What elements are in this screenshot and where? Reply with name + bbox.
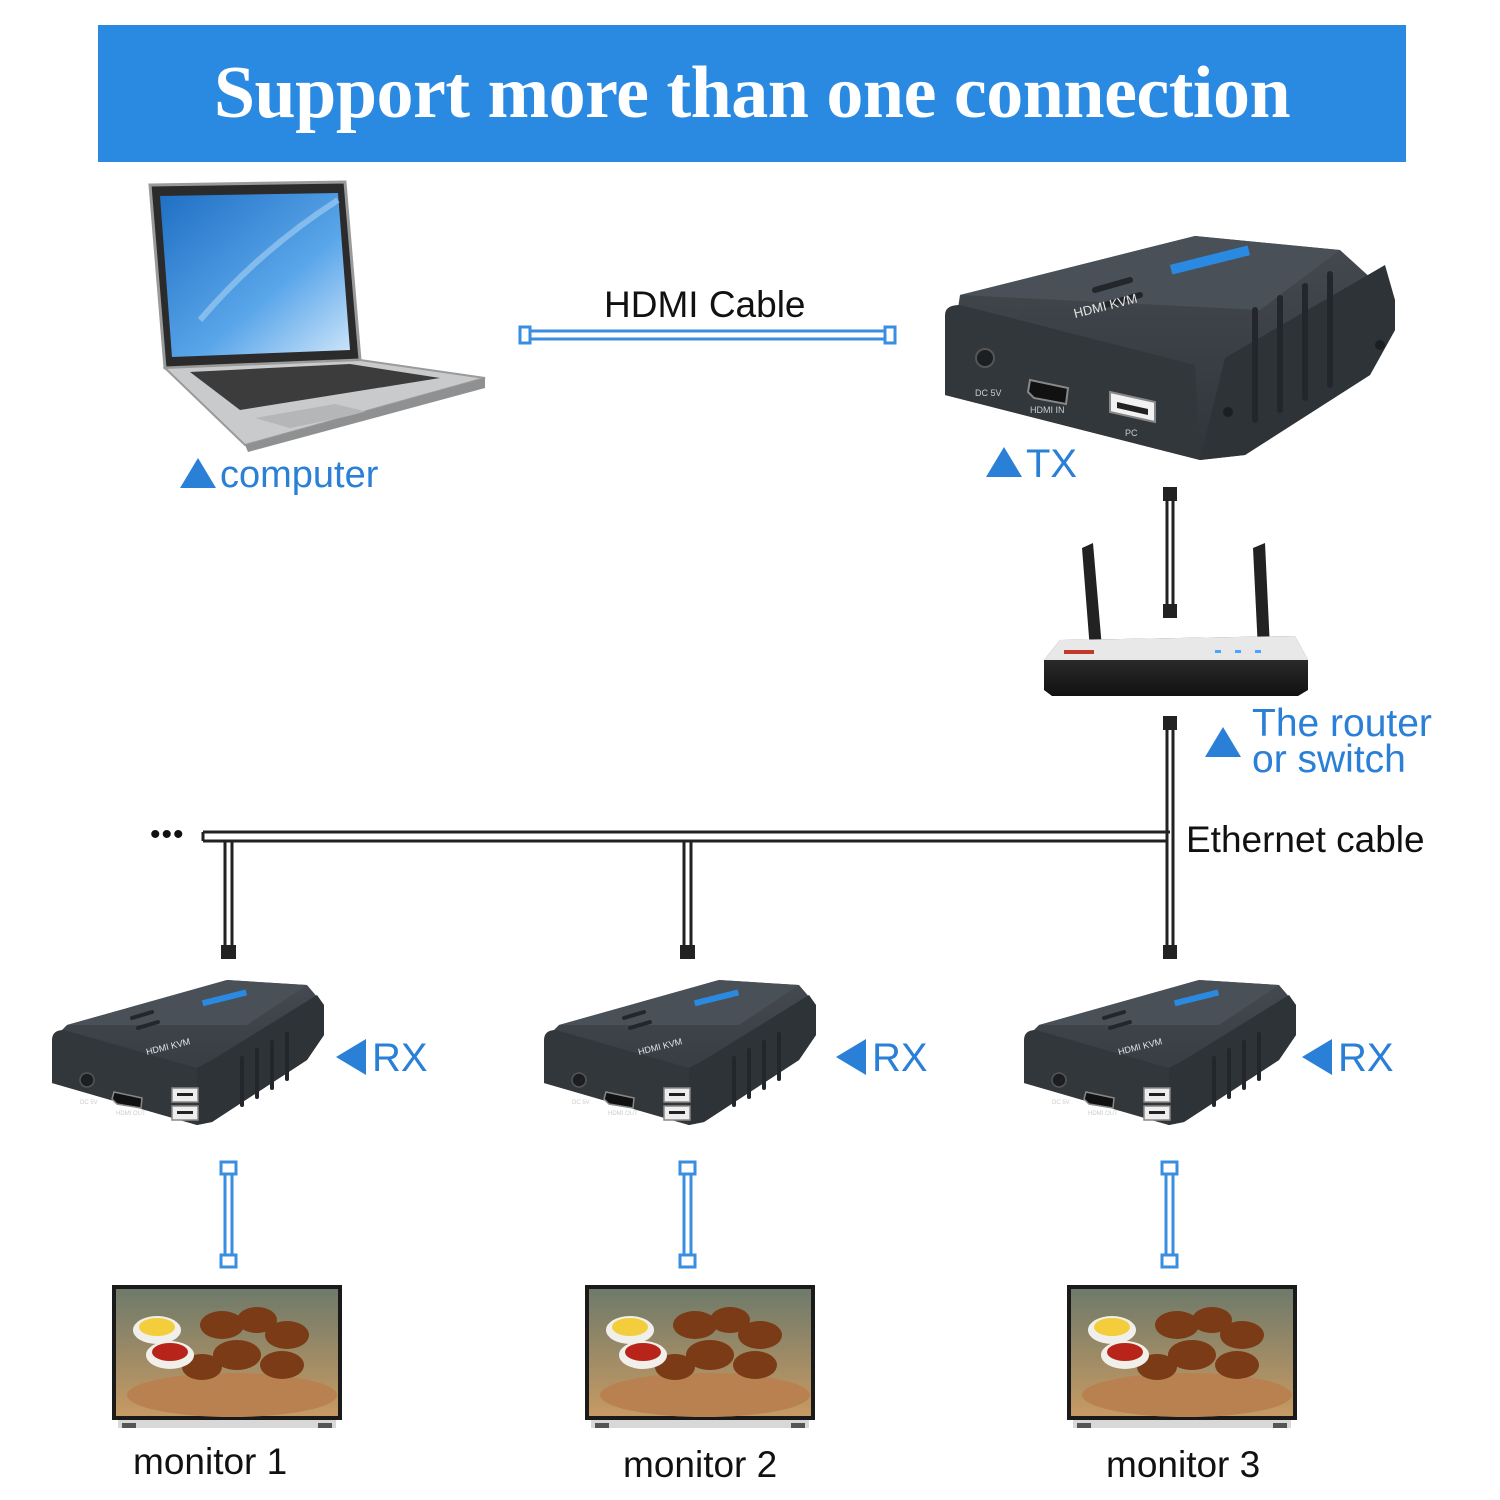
title-banner: Support more than one connection [98, 25, 1406, 162]
left-arrow-icon [836, 1039, 866, 1076]
tx-port-hdmi-label: HDMI IN [1030, 405, 1065, 415]
router-label: The router or switch [1252, 702, 1432, 781]
rx-label-1-text: RX [372, 1036, 428, 1080]
rx1-port-hdmi-label: HDMI OUT [116, 1111, 146, 1117]
router-arrow [1205, 725, 1245, 763]
computer-label: computer [180, 456, 378, 494]
monitor-1-label: monitor 1 [133, 1441, 288, 1482]
tx-port-dc-label: DC 5V [975, 388, 1002, 398]
ethernet-cable-label: Ethernet cable [1186, 819, 1425, 860]
router-bus-cable [1163, 716, 1177, 959]
computer-label-text: computer [220, 454, 379, 496]
rx2-port-hdmi-label: HDMI OUT [608, 1111, 638, 1117]
monitor-3-label: monitor 3 [1106, 1444, 1261, 1485]
rx-device-2: HDMI KVM DC 5V HDMI OUT [544, 980, 816, 1125]
ethernet-bus [201, 830, 1170, 843]
tx-port-pc-label: PC [1125, 428, 1138, 438]
ethernet-bus-continuation: ••• [150, 818, 185, 851]
rx-label-3-text: RX [1338, 1036, 1394, 1080]
rx3-port-dc-label: DC 5V [1052, 1100, 1070, 1106]
rx1-ethernet-drop [221, 841, 236, 959]
tx-router-cable [1163, 487, 1177, 618]
left-arrow-icon [1302, 1039, 1332, 1076]
rx3-hdmi-cable [1160, 1160, 1179, 1269]
hdmi-cable-label: HDMI Cable [604, 284, 806, 325]
page-title: Support more than one connection [213, 52, 1291, 134]
tx-device: HDMI KVM DC 5V HDMI IN PC [945, 236, 1395, 460]
router-label-line1: The router [1252, 702, 1432, 745]
up-arrow-icon [1205, 726, 1241, 757]
rx1-hdmi-cable [219, 1160, 238, 1269]
rx-device-1: HDMI KVM DC 5V HDMI OUT [52, 980, 324, 1125]
rx2-ethernet-drop [680, 841, 695, 959]
rx-label-3: RX [1302, 1038, 1394, 1078]
rx2-hdmi-cable [678, 1160, 697, 1269]
monitor-2-label: monitor 2 [623, 1444, 778, 1485]
rx-label-1: RX [336, 1038, 428, 1078]
monitor-1-icon [112, 1285, 342, 1428]
tx-label-text: TX [1026, 442, 1078, 486]
rx3-port-hdmi-label: HDMI OUT [1088, 1111, 1118, 1117]
rx1-port-dc-label: DC 5V [80, 1100, 98, 1106]
hdmi-cable-line [518, 325, 897, 345]
rx-device-3: HDMI KVM DC 5V HDMI OUT [1024, 980, 1296, 1125]
router-label-line2: or switch [1252, 738, 1406, 781]
laptop-icon [148, 180, 486, 452]
tx-label: TX [986, 444, 1077, 484]
monitor-3-icon [1067, 1285, 1297, 1428]
rx2-port-dc-label: DC 5V [572, 1100, 590, 1106]
up-arrow-icon [180, 457, 216, 488]
rx-label-2-text: RX [872, 1036, 928, 1080]
left-arrow-icon [336, 1039, 366, 1076]
router-icon [1044, 543, 1308, 696]
up-arrow-icon [986, 447, 1022, 478]
monitor-2-icon [585, 1285, 815, 1428]
rx-label-2: RX [836, 1038, 928, 1078]
